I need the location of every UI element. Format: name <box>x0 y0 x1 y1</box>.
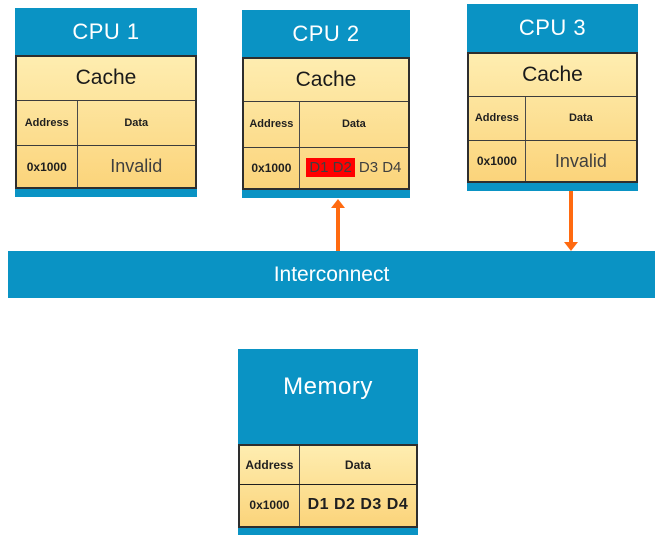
cpu3-cache-row: 0x1000 Invalid <box>469 140 636 181</box>
cpu1-table-header-row: Address Data <box>17 99 195 146</box>
cpu3-row-data: Invalid <box>554 150 607 171</box>
unmodified-data: D3 D4 <box>358 159 402 177</box>
cpu2-data-header: Data <box>341 118 366 131</box>
cpu1-block: CPU 1 Cache Address Data 0x1000 Invalid <box>15 8 197 197</box>
cpu3-row-address: 0x1000 <box>469 141 526 181</box>
memory-table: Address Data 0x1000 D1 D2 D3 D4 <box>238 444 418 528</box>
cpu1-row-address: 0x1000 <box>17 146 78 188</box>
memory-data-header: Data <box>344 457 371 472</box>
cpu3-cache-label: Cache <box>522 62 583 86</box>
cpu2-row-address: 0x1000 <box>244 147 300 188</box>
cpu1-cache-label: Cache <box>75 66 137 90</box>
cpu3-cache-table: Cache Address Data 0x1000 Invalid <box>467 52 638 183</box>
memory-spacer <box>238 403 418 444</box>
cpu1-address-header: Address <box>17 100 78 146</box>
cpu2-cache-label: Cache <box>295 68 357 92</box>
cpu3-data-header: Data <box>568 112 593 125</box>
cpu3-table-header-row: Address Data <box>469 95 636 141</box>
cpu2-table-header-row: Address Data <box>244 101 408 147</box>
cpu3-address-header: Address <box>469 96 526 141</box>
cpu2-address-header: Address <box>244 102 300 147</box>
cpu1-title: CPU 1 <box>72 18 140 44</box>
cpu2-arrow-line <box>336 207 340 251</box>
memory-address-header: Address <box>240 446 300 484</box>
memory-table-header-row: Address Data <box>240 446 416 484</box>
modified-data-highlight: D1 D2 <box>306 158 355 178</box>
memory-row-address: 0x1000 <box>240 484 300 526</box>
cpu3-arrow-line <box>569 191 573 242</box>
cpu3-block: CPU 3 Cache Address Data 0x1000 Invalid <box>467 4 638 191</box>
memory-row: 0x1000 D1 D2 D3 D4 <box>240 483 416 526</box>
cpu2-title: CPU 2 <box>292 20 360 46</box>
cpu3-title: CPU 3 <box>518 15 587 40</box>
interconnect-bar: Interconnect <box>8 251 655 298</box>
interconnect-label: Interconnect <box>273 262 390 286</box>
cpu1-data-header: Data <box>124 116 149 129</box>
memory-row-data: D1 D2 D3 D4 <box>307 496 409 514</box>
arrow-up-icon <box>331 199 345 208</box>
arrow-down-icon <box>564 242 578 251</box>
cpu1-cache-table: Cache Address Data 0x1000 Invalid <box>15 55 197 189</box>
memory-block: Memory Address Data 0x1000 D1 D2 D3 D4 <box>238 349 418 535</box>
memory-title: Memory <box>283 373 373 400</box>
cpu1-row-data: Invalid <box>110 156 163 177</box>
cpu1-cache-row: 0x1000 Invalid <box>17 145 195 188</box>
